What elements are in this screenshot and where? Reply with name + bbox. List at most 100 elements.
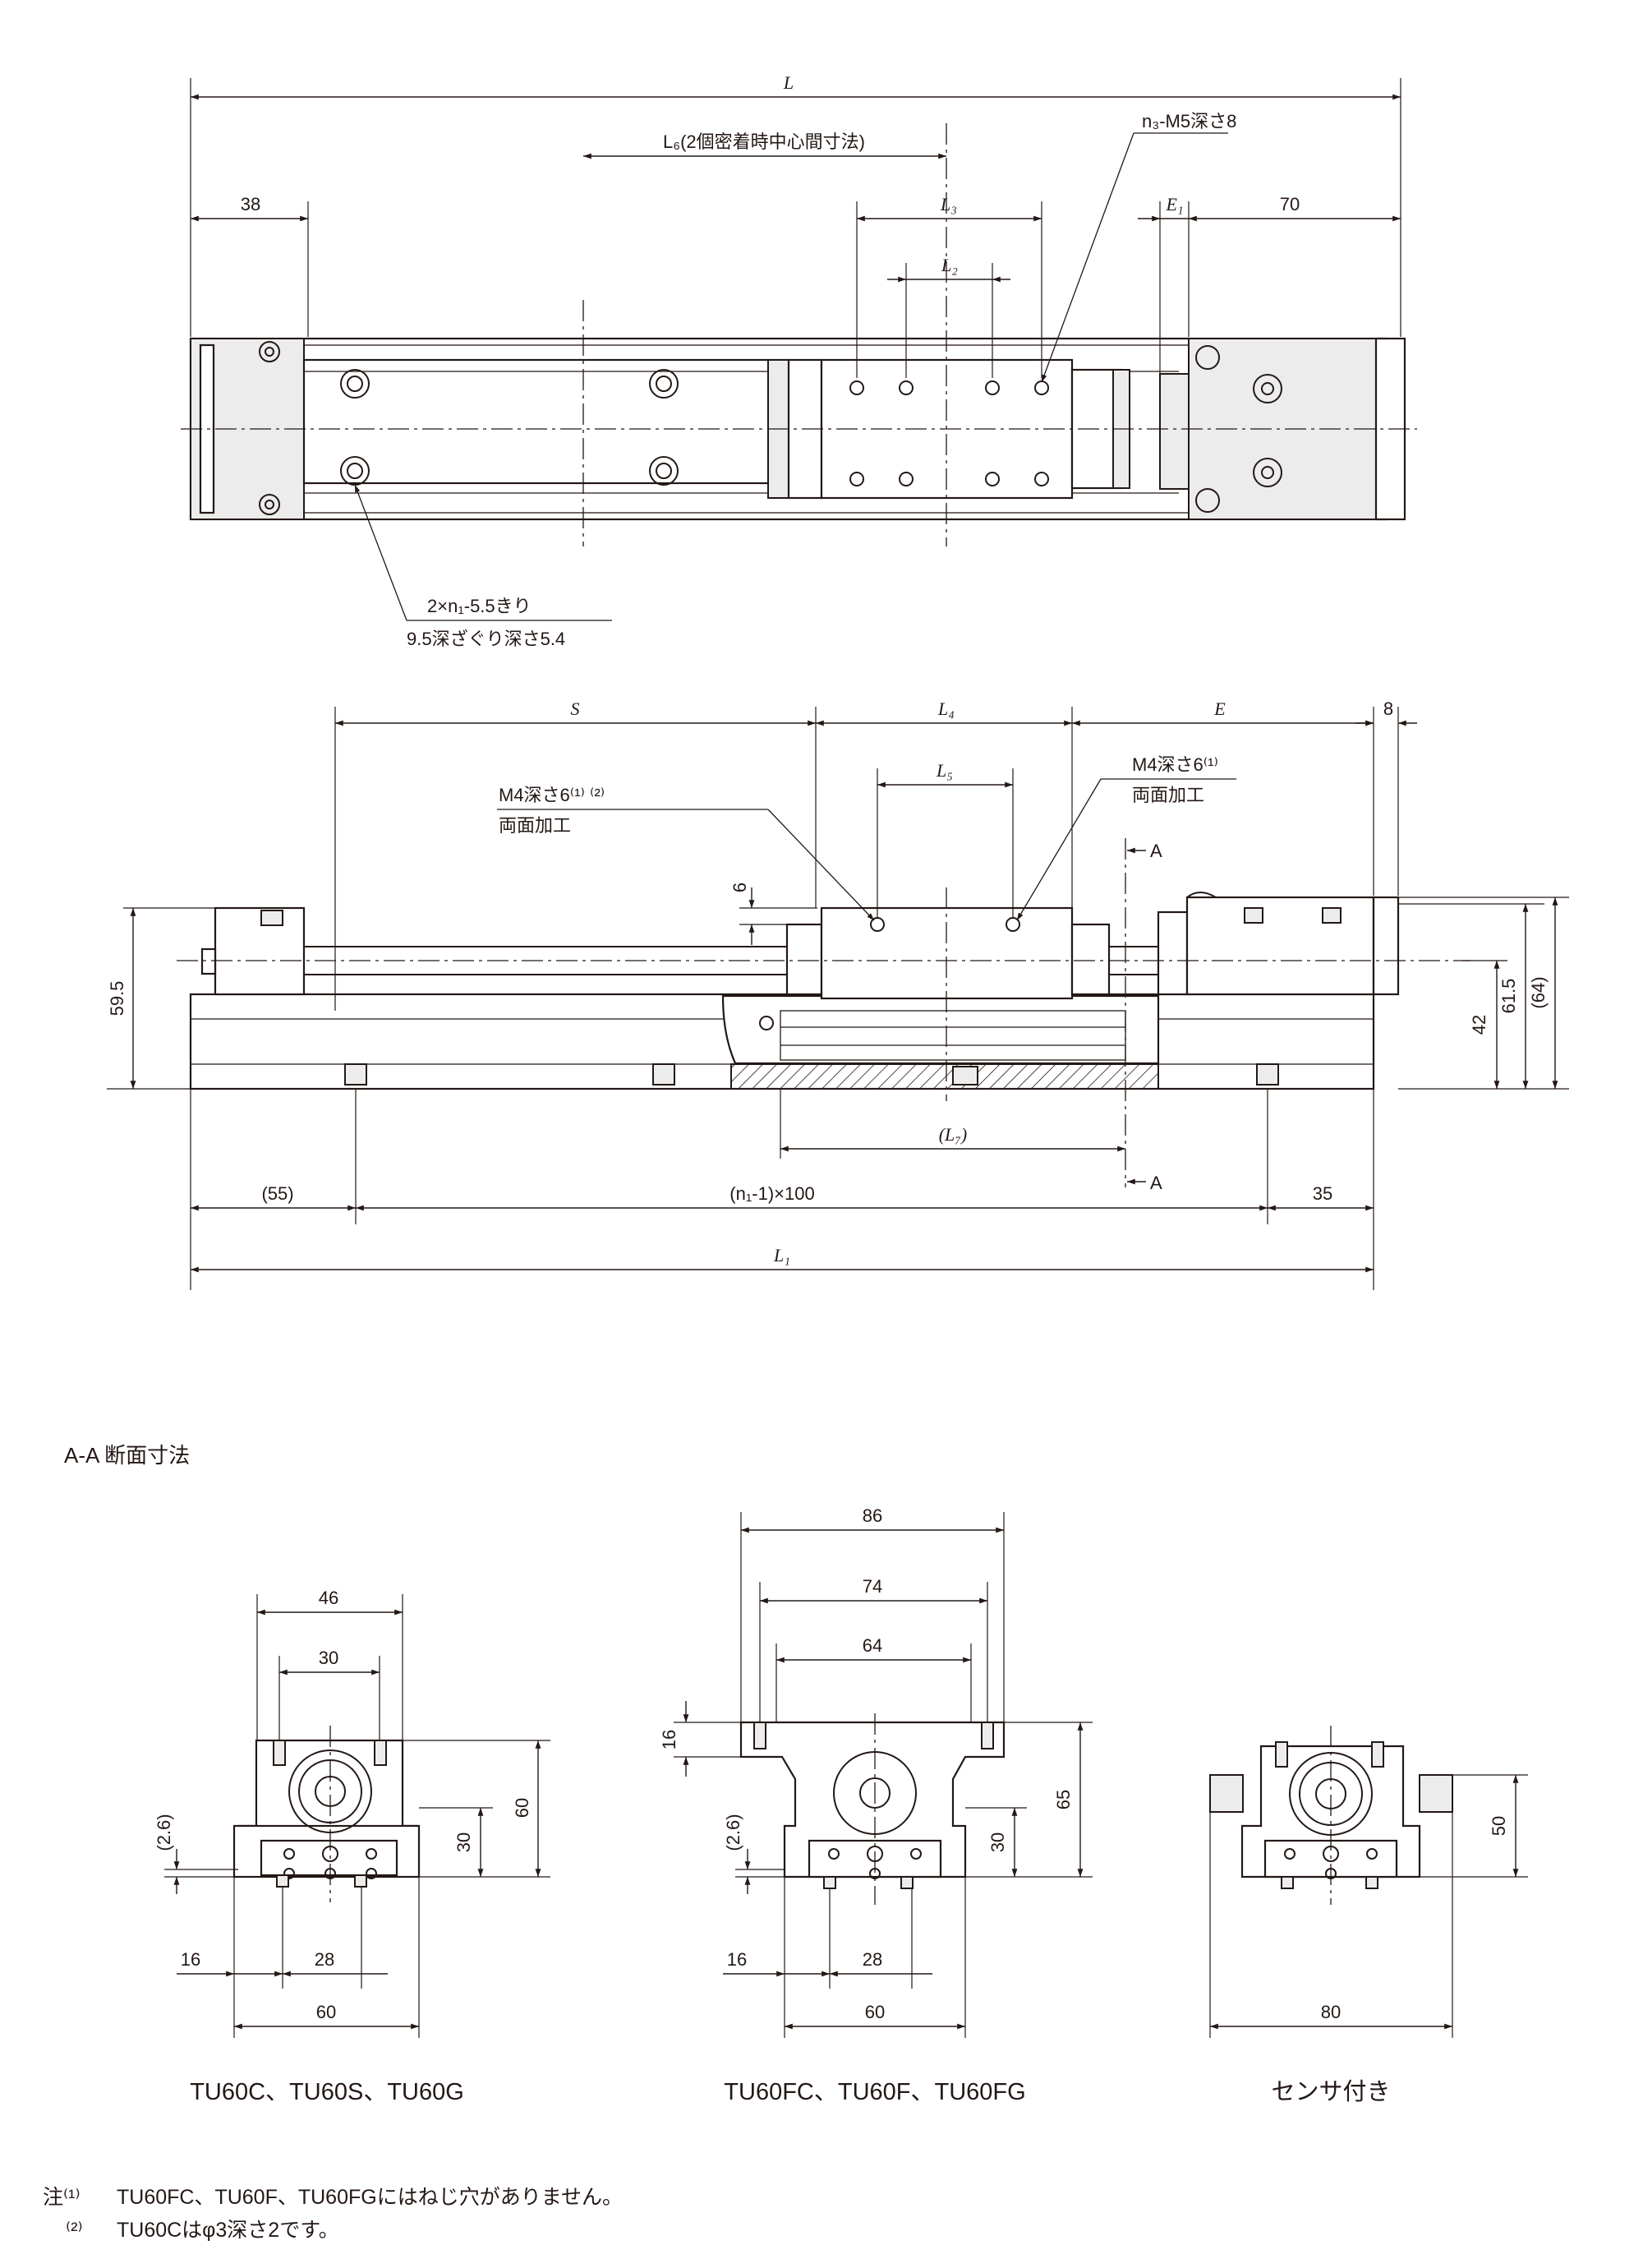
front-foot-screw xyxy=(652,1063,675,1086)
notes: 注⁽¹⁾ TU60FC、TU60F、TU60FGにはねじ穴がありません。 ⁽²⁾… xyxy=(43,2186,623,2242)
tapped-hole xyxy=(899,380,914,395)
counterbore-hole xyxy=(340,369,370,399)
section-b-foot xyxy=(823,1876,836,1889)
label-8: 8 xyxy=(1383,698,1393,719)
front-cutaway-inner xyxy=(780,1010,1126,1061)
label-L5: L₅ xyxy=(936,760,953,781)
caption-c: センサ付き xyxy=(1271,2078,1390,2105)
section-b-screw xyxy=(981,1722,994,1749)
label-L6: L₆(2個密着時中心間寸法) xyxy=(663,131,865,152)
section-c: 50 80 センサ付き xyxy=(1209,1726,1528,2105)
top-coupling xyxy=(1159,373,1190,490)
label-70: 70 xyxy=(1280,194,1300,214)
top-right-bolt-inner xyxy=(1261,382,1274,395)
top-right-bolt xyxy=(1253,374,1282,403)
label-38: 38 xyxy=(241,194,260,214)
counterbore-hole-inner xyxy=(656,376,672,392)
label-50: 50 xyxy=(1489,1816,1509,1836)
front-slider-side xyxy=(1070,923,1111,996)
top-left-screw-1 xyxy=(259,341,280,362)
counterbore-hole-inner xyxy=(656,463,672,479)
top-left-screw-1-center xyxy=(265,347,274,357)
front-cable-loop xyxy=(1186,892,1217,898)
label-16-h: 16 xyxy=(659,1730,679,1749)
section-b-hole xyxy=(910,1848,922,1860)
section-a-foot xyxy=(276,1874,289,1888)
label-m4-right-1: M4深さ6⁽¹⁾ xyxy=(1132,754,1218,775)
label-86: 86 xyxy=(863,1505,882,1526)
label-6: 6 xyxy=(729,883,750,892)
section-a-hole xyxy=(366,1848,377,1860)
front-left-stopper xyxy=(200,947,217,975)
label-m4-right-2: 両面加工 xyxy=(1132,785,1204,805)
section-heading: A-A 断面寸法 xyxy=(64,1443,190,1468)
top-view: L L₆(2個密着時中心間寸法) L₃ L₂ 38 E₁ 70 n₃-M5深さ8 xyxy=(181,72,1417,649)
label-L4: L₄ xyxy=(937,698,955,719)
label-E1: E₁ xyxy=(1165,194,1183,214)
leader-hole xyxy=(354,484,407,621)
leader-m4-left xyxy=(767,809,875,921)
front-section-screw xyxy=(952,1066,978,1086)
top-right-bolt xyxy=(1253,458,1282,487)
label-30-h: 30 xyxy=(453,1832,474,1852)
front-slider-side xyxy=(785,923,823,996)
section-a-screw xyxy=(374,1740,387,1766)
label-59-5: 59.5 xyxy=(107,981,127,1016)
leader-tap xyxy=(1041,132,1134,383)
section-b-shaft xyxy=(859,1777,891,1809)
top-left-screw-2 xyxy=(259,494,280,515)
front-coupling xyxy=(1157,910,1189,996)
label-60-h: 60 xyxy=(512,1798,532,1818)
tapped-hole xyxy=(899,472,914,486)
label-60-w: 60 xyxy=(316,2002,336,2022)
label-hole-line2: 9.5深ざぐり深さ5.4 xyxy=(407,629,565,649)
section-b-screw xyxy=(753,1722,766,1749)
tapped-hole xyxy=(1034,472,1049,486)
front-motor-screw xyxy=(1322,907,1342,924)
front-cutaway xyxy=(721,994,1160,1065)
front-foot-screw xyxy=(344,1063,367,1086)
front-left-block-screw xyxy=(260,910,283,926)
label-60-b: 60 xyxy=(865,2002,885,2022)
section-c-sensor-right xyxy=(1419,1774,1453,1813)
section-c-screw xyxy=(1275,1741,1288,1768)
caption-a: TU60C、TU60S、TU60G xyxy=(190,2079,464,2105)
section-c-foot xyxy=(1365,1876,1378,1889)
label-L: L xyxy=(783,72,794,93)
label-30-h-b: 30 xyxy=(987,1832,1008,1852)
tapped-hole xyxy=(985,380,1000,395)
label-30-top: 30 xyxy=(319,1648,338,1668)
label-16-b: 16 xyxy=(727,1949,747,1970)
front-section-hatch xyxy=(730,1063,1159,1090)
label-74: 74 xyxy=(863,1576,882,1597)
tapped-hole xyxy=(849,380,864,395)
front-end-plate xyxy=(1372,896,1400,996)
label-35: 35 xyxy=(1313,1183,1332,1204)
label-m4-left-2: 両面加工 xyxy=(499,815,571,836)
label-64: 64 xyxy=(863,1635,882,1656)
label-65: 65 xyxy=(1053,1790,1074,1809)
note-1-mark: 注⁽¹⁾ xyxy=(43,2186,81,2209)
top-right-screw xyxy=(1195,345,1220,370)
front-grease-nipple xyxy=(759,1016,774,1030)
tapped-hole xyxy=(849,472,864,486)
label-16: 16 xyxy=(181,1949,200,1970)
label-m4-left-1: M4深さ6⁽¹⁾ ⁽²⁾ xyxy=(499,785,605,805)
label-55: (55) xyxy=(261,1183,293,1204)
leader-m4-right xyxy=(1016,778,1102,921)
section-c-screw xyxy=(1371,1741,1384,1768)
label-46: 46 xyxy=(319,1588,338,1608)
label-2-6-b: (2.6) xyxy=(723,1814,743,1851)
section-a: 46 30 60 30 (2.6) 16 28 60 TU60C、TU60S、T… xyxy=(154,1588,550,2105)
label-L1: L₁ xyxy=(773,1245,790,1265)
label-hole-line1: 2×n₁-5.5きり xyxy=(427,596,532,616)
label-2-6: (2.6) xyxy=(154,1814,174,1851)
front-motor-screw xyxy=(1244,907,1263,924)
label-section-top: A xyxy=(1150,841,1162,861)
front-left-block xyxy=(214,906,306,996)
label-pitch: (n₁-1)×100 xyxy=(729,1183,814,1204)
top-left-screw-2-center xyxy=(265,500,274,509)
top-rail-area xyxy=(302,358,790,485)
section-c-hole xyxy=(1366,1848,1378,1860)
label-28: 28 xyxy=(315,1949,334,1970)
